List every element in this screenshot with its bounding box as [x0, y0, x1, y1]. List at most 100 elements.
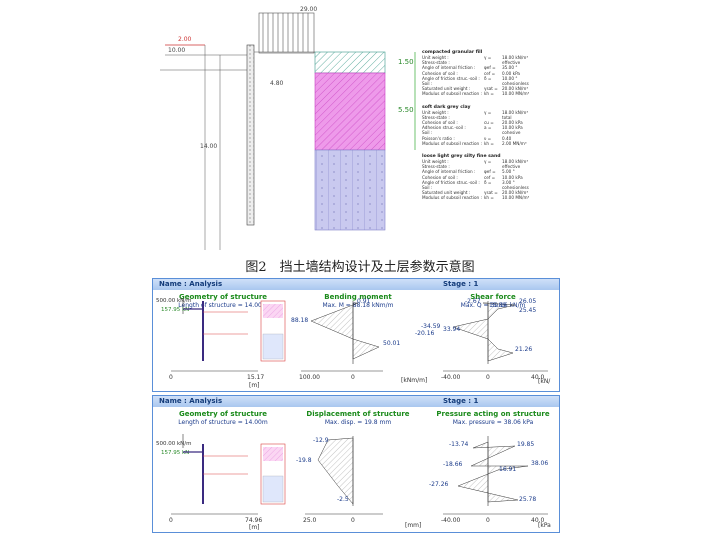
pr-label-4: 38.06 [531, 460, 548, 467]
soil-prop-row: Unit weight :γ =18.00 kN/m³ [422, 110, 562, 115]
panel-2-c3-axis-right: 40.0 [531, 517, 545, 524]
soil-layer-3-name: loose light grey silty fine sand [422, 154, 501, 160]
soil-prop-s: γ = [484, 55, 492, 60]
disp-label-0: -12.9 [313, 437, 329, 444]
panel-2-geo-load1: 500.00 kN/m [156, 441, 192, 447]
soil-prop-s: cef = [484, 70, 496, 76]
soil-prop-row: Soil :cohesionless [422, 185, 562, 190]
soil-legend: compacted granular fill Unit weight :γ =… [422, 50, 562, 201]
soil-prop-k: Angle of friction struc.-soil : [422, 75, 480, 81]
disp-label-2: -2.5 [337, 496, 349, 503]
soil-prop-s: δ = [484, 179, 492, 185]
pr-label-3: 16.91 [499, 466, 516, 473]
soil-prop-v: effective [502, 164, 521, 170]
panel-1-stage: Stage : 1 [443, 280, 479, 288]
panel-1-c2-unit: [kNm/m] [401, 377, 427, 384]
figure-caption: 图2 挡土墙结构设计及土层参数示意图 [245, 260, 475, 275]
soil-layer-1: compacted granular fill Unit weight :γ =… [422, 50, 562, 97]
soil-prop-row: Soil :cohesionless [422, 81, 562, 86]
soil-prop-v: cohesionless [502, 185, 529, 191]
panel-2-c2-unit: [mm] [405, 522, 421, 529]
soil-prop-s: γ = [484, 159, 492, 165]
dim-total-label: 14.00 [200, 143, 217, 150]
soil-prop-row: Cohesion of soil :cef =10.00 kPa [422, 175, 562, 180]
panel-2-name: Name : Analysis [159, 397, 223, 405]
sf-label-3: 25.45 [519, 307, 536, 314]
soil-prop-k: Cohesion of soil : [422, 70, 458, 76]
soil-prop-k: Stress-state : [422, 60, 450, 66]
structure-figure: 29.00 2.00 10.00 14.00 4.80 1.50 5.50 [160, 0, 560, 250]
dim-level-label: 10.00 [168, 47, 185, 54]
soil-prop-k: Angle of internal friction : [422, 169, 476, 175]
soil-prop-k: Cohesion of soil : [422, 174, 458, 180]
soil-prop-k: Adhesion struc.-soil : [422, 125, 466, 131]
panel-2-c2-axis-left: 25.0 [303, 517, 317, 524]
soil-prop-v: 35.00 ° [502, 65, 518, 71]
soil-prop-v: 18.00 kN/m³ [502, 55, 529, 60]
panel-1-c3-unit: [kN/ [538, 378, 551, 385]
panel-2-c2-title: Displacement of structure [306, 410, 410, 418]
soil-prop-v: 10.00 kPa [502, 125, 523, 131]
pr-label-5: -27.26 [429, 481, 449, 488]
sf-label-4: -34.59 [421, 323, 441, 330]
panel-1-c3-axis-zero: 0 [486, 374, 490, 381]
soil-prop-k: Modulus of subsoil reaction : [422, 140, 482, 146]
soil-prop-row: Angle of friction struc.-soil :δ =10.00 … [422, 76, 562, 81]
panel-2-geo-sub: Length of structure = 14.00m [178, 419, 268, 426]
panel-1-bending-chart: 100.00 0 [kNm/m] 0.91 88.18 50.01 [291, 298, 427, 384]
panel-2-c3-unit: [kPa [538, 522, 551, 529]
soil-prop-v: cohesive [502, 130, 521, 136]
soil-prop-s: γsat = [484, 190, 498, 196]
soil-prop-v: 20.00 kN/m³ [502, 190, 529, 196]
soil-prop-v: 18.00 kN/m³ [502, 159, 529, 165]
soil-prop-v: 20.00 kN/m³ [502, 86, 529, 92]
soil-prop-v: total [502, 114, 512, 120]
disp-label-1: -19.8 [296, 457, 312, 464]
soil-prop-s: ν = [484, 135, 492, 141]
soil-prop-s: cu = [484, 120, 494, 126]
dim-depth-label: 4.80 [270, 80, 284, 87]
soil-prop-row: Stress-state :effective [422, 164, 562, 169]
soil-prop-row: Modulus of subsoil reaction :kh =10.00 M… [422, 195, 562, 200]
panel-2-geo-title: Geometry of structure [178, 410, 268, 418]
sf-label-7: 21.26 [515, 346, 532, 353]
soil-prop-k: Modulus of subsoil reaction : [422, 195, 482, 201]
soil-prop-k: Unit weight : [422, 159, 449, 165]
panel-2-header: Name : Analysis Stage : 1 [153, 396, 559, 407]
soil-prop-s: a = [484, 125, 492, 131]
pr-label-6: 25.78 [519, 496, 536, 503]
panel-1-geometry: 500.00 kN/m 157.95 kN 0 15.17 [m] [156, 298, 286, 389]
soil-prop-v: 5.00 ° [502, 169, 515, 175]
panel-1-geo-load2: 157.95 kN [161, 307, 189, 313]
panel-1-c3-axis-left: -40.00 [441, 374, 461, 381]
panel-2-stage: Stage : 1 [443, 397, 479, 405]
panel-1-name: Name : Analysis [159, 280, 223, 288]
panel-1-c2-axis-zero: 0 [351, 374, 355, 381]
soil-prop-row: Poisson's ratio :ν =0.40 [422, 136, 562, 141]
soil-prop-k: Angle of internal friction : [422, 65, 476, 71]
panel-1-geo-title: Geometry of structure [178, 293, 268, 301]
sf-label-2: 26.05 [519, 298, 536, 305]
soil-prop-row: Angle of friction struc.-soil :δ =3.00 ° [422, 180, 562, 185]
panel-2-displacement-chart: 25.0 0 [mm] -12.9 -19.8 -2.5 [296, 436, 421, 529]
layer-thk2-label: 5.50 [398, 106, 414, 114]
panel-1-geo-axis-end: 15.17 [247, 374, 264, 381]
sf-label-0: -2.67 [465, 298, 481, 305]
panel-1-drawing: 500.00 kN/m 157.95 kN 0 15.17 [m] 100.00… [156, 298, 551, 389]
sf-label-5: -20.16 [415, 330, 435, 337]
soil-prop-row: Unit weight : γ = 18.00 kN/m³ [422, 159, 562, 164]
soil-prop-row: Modulus of subsoil reaction :kh =2.00 MN… [422, 141, 562, 146]
panel-1-header: Name : Analysis Stage : 1 [153, 279, 559, 290]
soil-prop-s: kh = [484, 91, 494, 97]
analysis-panel-2: Name : Analysis Stage : 1 Geometry of st… [152, 395, 560, 533]
panel-1-c2-sub: Max. M = 88.18 kNm/m [322, 302, 394, 309]
soil-prop-s: φef = [484, 169, 496, 175]
soil-prop-s: γsat = [484, 86, 498, 92]
soil-prop-v: 18.00 kN/m³ [502, 109, 529, 115]
soil-layer-2-name: soft dark grey clay [422, 104, 471, 110]
bm-label-2: 50.01 [383, 340, 400, 347]
panel-2-geo-unit: [m] [249, 524, 260, 531]
sf-label-1: 15.89 [489, 302, 506, 309]
panel-2-geometry: 500.00 kN/m 157.95 kN 0 74.96 [m] [156, 434, 286, 531]
